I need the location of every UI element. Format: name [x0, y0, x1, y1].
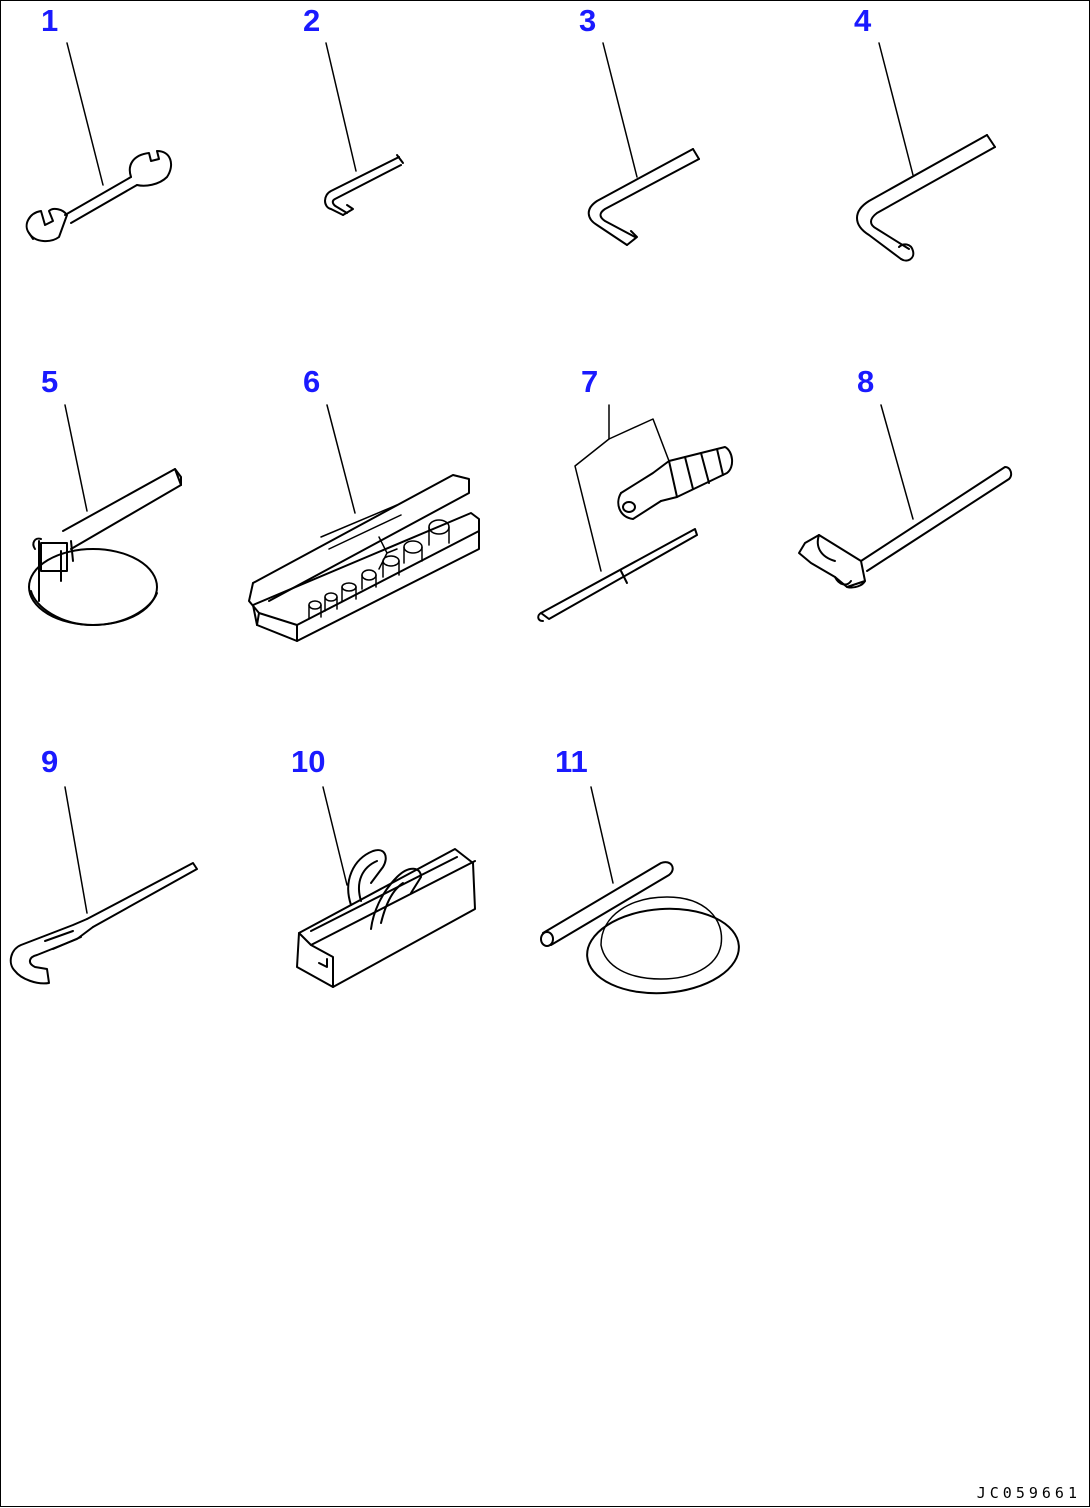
label-8: 8 [857, 364, 874, 399]
drawing-code: JC059661 [976, 1484, 1081, 1502]
label-1: 1 [41, 3, 58, 38]
label-11: 11 [555, 744, 588, 779]
tool-bag-icon [296, 848, 476, 988]
label-9: 9 [41, 744, 58, 779]
label-4: 4 [854, 3, 872, 38]
filter-wrench-icon [28, 468, 182, 626]
hex-key-large-icon [856, 134, 996, 262]
hammer-icon [798, 466, 1013, 589]
spanner-wrench-icon [25, 150, 173, 243]
hex-key-medium-icon [587, 148, 700, 246]
hex-key-small-icon [324, 154, 404, 216]
label-6: 6 [303, 364, 320, 399]
tube-and-cable-icon [540, 861, 740, 995]
label-7: 7 [581, 364, 598, 399]
label-10: 10 [291, 744, 325, 779]
label-3: 3 [579, 3, 596, 38]
screwdriver-icon [537, 446, 733, 622]
label-5: 5 [41, 364, 58, 399]
leader-lines [64, 42, 914, 914]
pry-bar-icon [9, 862, 198, 985]
socket-set-icon [248, 474, 480, 642]
label-2: 2 [303, 3, 320, 38]
